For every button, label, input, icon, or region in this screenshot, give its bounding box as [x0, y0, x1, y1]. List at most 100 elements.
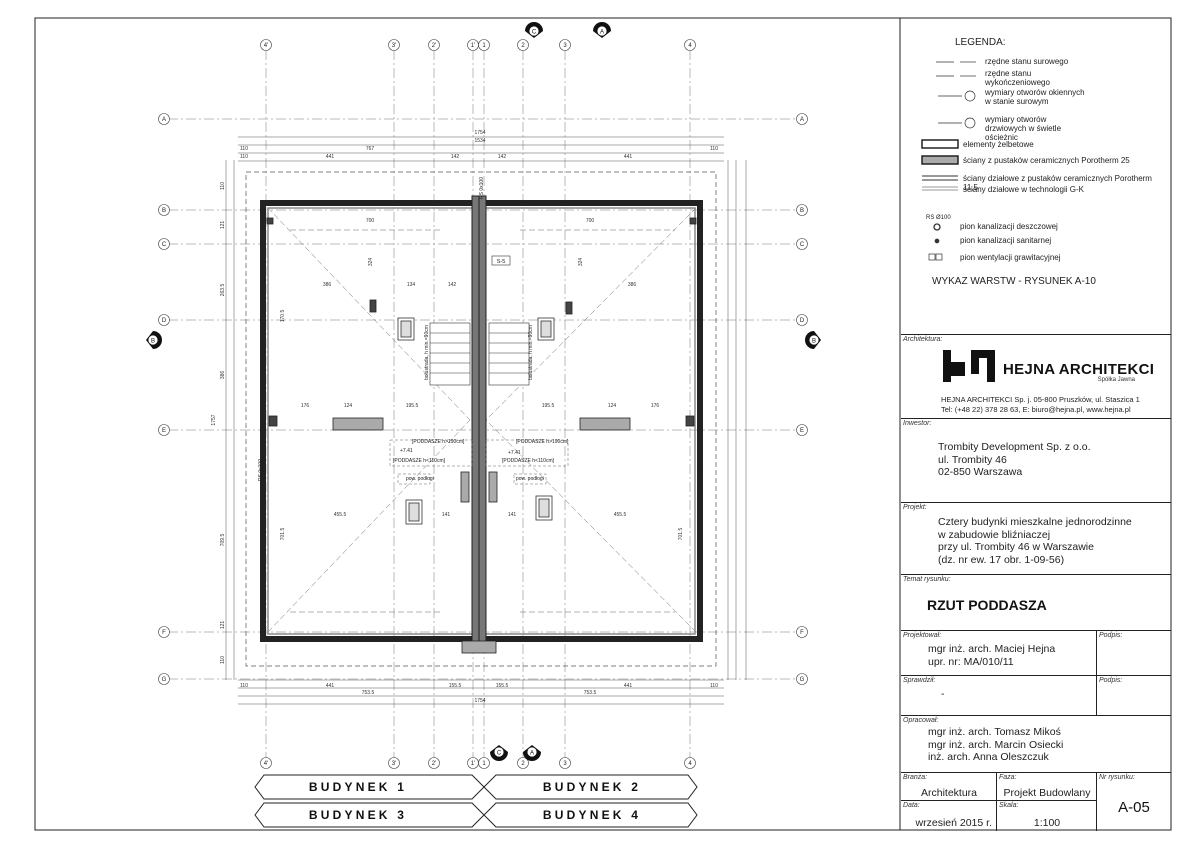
- project-line-3: przy ul. Trombity 46 w Warszawie: [938, 541, 1094, 553]
- number-cell: Nr rysunku: A-05: [1097, 773, 1171, 831]
- number-label: Nr rysunku:: [1099, 774, 1135, 781]
- date-cell: Data: wrzesień 2015 r.: [901, 801, 997, 831]
- prepared-line-2: mgr inż. arch. Marcin Osiecki: [928, 738, 1064, 751]
- checked-signature-label: Podpis:: [1099, 677, 1123, 684]
- legend-item-ventilation: pion wentylacji grawitacyjnej: [960, 253, 1061, 262]
- tb-project: Projekt: Cztery budynki mieszkalne jedno…: [901, 502, 1171, 574]
- staircase-left: [429, 322, 471, 386]
- inner-dim-19: 170.5: [280, 310, 286, 323]
- section-a-bottom-label: A: [530, 750, 534, 756]
- inner-dim-17: 141: [442, 512, 451, 518]
- balustrade-note-right: bolustrada, h min.=90cm: [528, 325, 534, 380]
- dim-bot-g: 753.5: [362, 690, 375, 696]
- tb-meta: Branża: Architektura Faza: Projekt Budow…: [901, 772, 1171, 831]
- axis-right-4-bubble: [796, 424, 808, 436]
- section-b-right-label: B: [812, 338, 816, 344]
- project-line-1: Cztery budynki mieszkalne jednorodzinne: [938, 516, 1132, 528]
- axis-right-6-bubble: [796, 673, 808, 685]
- dim-bot-i: 1754: [474, 698, 485, 704]
- inner-dim-2: 700: [586, 218, 595, 224]
- level-right: +7.41: [508, 450, 521, 456]
- phase-cell: Faza: Projekt Budowlany: [997, 773, 1097, 801]
- designer-line-2: upr. nr: MA/010/11: [928, 655, 1014, 668]
- axis-right-5-bubble: [796, 626, 808, 638]
- building-1-label: BUDYNEK 1: [309, 780, 407, 794]
- floor-area-right: pow. podłogi: [516, 476, 544, 482]
- tb-drawing-title: Temat rysunku: RZUT PODDASZA: [901, 574, 1171, 630]
- axis-right-3-label: D: [800, 318, 805, 324]
- level-left: +7.41: [400, 448, 413, 454]
- project-line-2: w zabudowie bliźniaczej: [938, 528, 1051, 541]
- inner-dim-4: 455.5: [614, 512, 627, 518]
- legend-item-gk: ściany działowe w technologii G-K: [963, 185, 1084, 194]
- designer-label: Projektował:: [903, 632, 942, 639]
- axis-top-6-label: 3: [563, 43, 567, 49]
- architecture-label: Architektura:: [903, 336, 943, 343]
- building-2-tab[interactable]: [483, 774, 698, 800]
- axis-left-0-label: A: [162, 117, 166, 123]
- axis-bottom-3-label: 1': [471, 761, 475, 767]
- legend-item-rc: elementy żelbetowe: [963, 140, 1034, 149]
- inner-dim-10: 386: [628, 282, 637, 288]
- phase-value: Projekt Budowlany: [1003, 787, 1091, 799]
- inner-dim-15: 195.5: [406, 403, 419, 409]
- axis-left-6-label: G: [162, 677, 167, 683]
- investor-line-1: Trombity Development Sp. z o.o.: [938, 441, 1091, 453]
- legend-item-porotherm25: ściany z pustaków ceramicznych Porotherm…: [963, 156, 1130, 165]
- axis-left-3-label: D: [162, 318, 167, 324]
- axis-right-0-label: A: [800, 117, 804, 123]
- roof-windows: [397, 317, 555, 525]
- dim-side-d: 386: [220, 371, 226, 380]
- section-b-left: [146, 331, 162, 349]
- axis-right-2-label: C: [800, 242, 805, 248]
- tb-architecture: Architektura: HEJNA ARCHITEKCI Spółka Ja…: [901, 334, 1171, 418]
- axis-top-2-bubble: [428, 39, 440, 51]
- designer-cell: Projektował: mgr inż. arch. Maciej Hejna…: [901, 631, 1097, 676]
- firm-address: HEJNA ARCHITEKCI Sp. j. 05-800 Pruszków,…: [941, 395, 1140, 404]
- axis-left-1-bubble: [158, 204, 170, 216]
- inner-dim-12: 142: [448, 282, 457, 288]
- section-c-bottom: [490, 745, 508, 761]
- designer-signature-cell: Podpis:: [1097, 631, 1171, 676]
- scale-label: Skala:: [999, 802, 1019, 809]
- legend-symbols: [921, 61, 976, 261]
- axis-bottom-6-label: 3: [563, 761, 567, 767]
- section-tag: S-5: [497, 259, 506, 265]
- axis-bottom-6-bubble: [559, 757, 571, 769]
- checked-signature-cell: Podpis:: [1097, 676, 1171, 716]
- dim-inner-top: 1534: [474, 138, 485, 144]
- axis-top-4-label: 1: [482, 43, 486, 49]
- dim-total-top: 1754: [474, 130, 485, 136]
- axis-bottom-4-label: 1: [482, 761, 486, 767]
- building-4-tab[interactable]: [483, 802, 698, 828]
- axis-left-5-label: F: [162, 630, 166, 636]
- dim-bot-e: 441: [624, 683, 633, 689]
- axis-right-2-bubble: [796, 238, 808, 250]
- axis-left-2-label: C: [162, 242, 167, 248]
- axis-left-4-label: E: [162, 428, 166, 434]
- axis-bottom-7-bubble: [684, 757, 696, 769]
- designer-signature-label: Podpis:: [1099, 632, 1123, 639]
- inner-dim-7: 124: [344, 403, 353, 409]
- axis-left-0-bubble: [158, 113, 170, 125]
- dim-top-b: 767: [366, 146, 375, 152]
- checked-label: Sprawdził:: [903, 677, 936, 684]
- legend-item-finish-levels: rzędne stanu wykończeniowego: [985, 69, 1050, 87]
- dim-top-e: 142: [451, 154, 460, 160]
- dim-bot-a: 110: [240, 683, 248, 689]
- inner-dim-20: 701.5: [280, 528, 286, 541]
- dim-side-h: 110: [220, 656, 226, 664]
- section-c-bottom-label: C: [497, 750, 502, 756]
- dim-side-f: 709.5: [220, 534, 226, 547]
- drawing-title: RZUT PODDASZA: [927, 597, 1047, 613]
- investor-line-3: 02-850 Warszawa: [938, 466, 1023, 478]
- rs-tag-right: RS 0x100: [699, 459, 705, 481]
- staircase-right: [488, 322, 530, 386]
- inner-dim-3: 455.5: [334, 512, 347, 518]
- dim-top-a: 110: [240, 146, 248, 152]
- rs-tag-left: RS 0x100: [258, 459, 264, 481]
- dim-top-h: 110: [240, 154, 248, 160]
- investor-line-2: ul. Trombity 46: [938, 453, 1007, 466]
- firm-sub: Spółka Jawna: [1097, 377, 1135, 383]
